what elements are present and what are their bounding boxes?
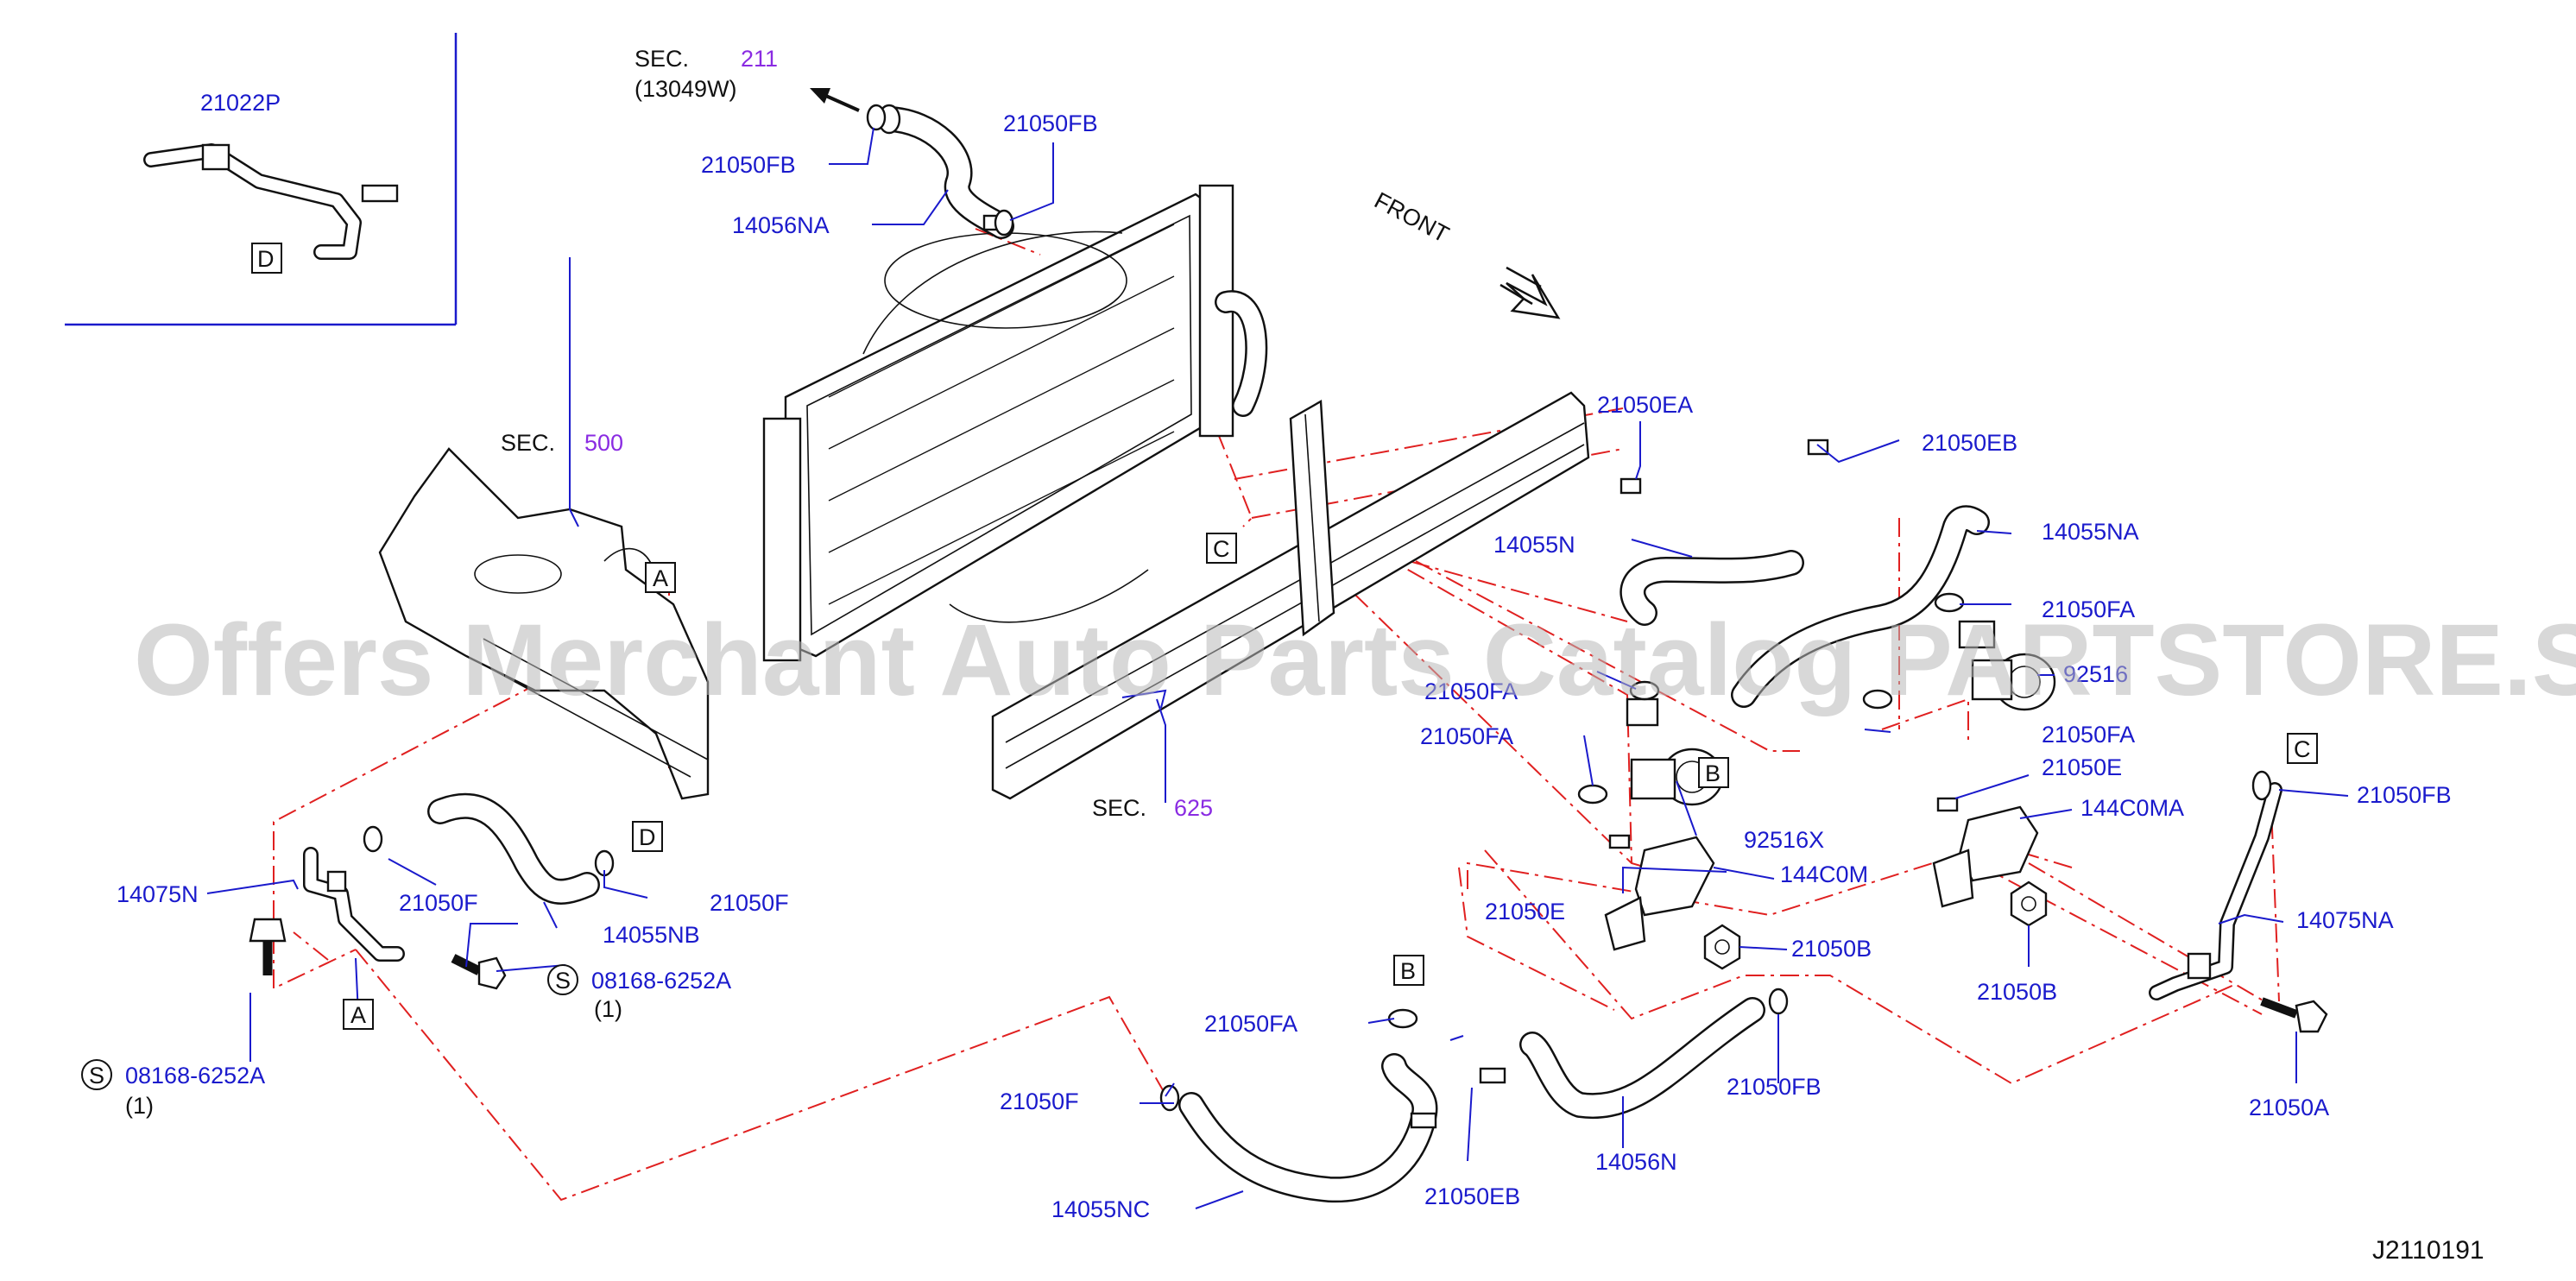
marker-C-radiator: C xyxy=(1206,533,1237,564)
section-ref-625: SEC. 625 xyxy=(1092,795,1213,821)
label-21050FB-top: 21050FB xyxy=(1003,110,1098,136)
label-21050B-mid: 21050B xyxy=(1791,936,1872,962)
label-14055N: 14055N xyxy=(1493,532,1575,558)
label-21050EB-top: 21050EB xyxy=(1922,430,2017,456)
label-14055NB: 14055NB xyxy=(603,922,700,948)
label-08168-6252A-right-qty: (1) xyxy=(594,996,622,1022)
hose-14055NB xyxy=(427,792,600,905)
crossmember-sec-625 xyxy=(991,391,1590,800)
bracket-sec-500 xyxy=(378,447,710,800)
svg-text:C: C xyxy=(2294,736,2311,762)
svg-text:(13049W): (13049W) xyxy=(635,76,737,102)
svg-text:A: A xyxy=(653,565,668,591)
svg-text:B: B xyxy=(1705,760,1720,786)
diagram-code: J2110191 xyxy=(2372,1236,2484,1265)
label-92516-r: 92516 xyxy=(2063,661,2128,687)
label-14055NC: 14055NC xyxy=(1051,1196,1150,1222)
leader-lines xyxy=(206,127,2349,1209)
label-14075N: 14075N xyxy=(117,881,199,907)
section-ref-500: SEC. 500 xyxy=(501,430,623,456)
marker-S-right: S xyxy=(547,964,578,995)
inset-panel xyxy=(65,33,458,326)
marker-B-mid: B xyxy=(1698,757,1729,788)
label-92516X: 92516X xyxy=(1744,827,1824,853)
svg-text:B: B xyxy=(1400,958,1416,984)
bracket-144C0M xyxy=(1604,836,1715,951)
label-21050FA-r1: 21050FA xyxy=(2042,596,2135,622)
svg-text:SEC.: SEC. xyxy=(501,430,555,456)
section-ref-211: SEC. 211 (13049W) xyxy=(635,46,778,102)
label-21050A: 21050A xyxy=(2249,1095,2329,1120)
pipe-14075NA xyxy=(2149,782,2282,1000)
svg-text:211: 211 xyxy=(741,46,778,72)
label-21050B-r: 21050B xyxy=(1977,979,2057,1005)
label-144C0M: 144C0M xyxy=(1780,861,1868,887)
pipe-14075N xyxy=(303,847,405,962)
hose-clamps xyxy=(363,104,2272,1129)
label-21050F-l1: 21050F xyxy=(399,890,478,916)
hose-14055NA xyxy=(1731,505,1990,708)
radiator-assembly xyxy=(762,184,1268,662)
marker-S-left: S xyxy=(81,1059,112,1090)
marker-A-top: A xyxy=(645,562,676,593)
label-08168-6252A-left-qty: (1) xyxy=(125,1093,154,1119)
label-08168-6252A-left: 08168-6252A xyxy=(125,1063,265,1089)
marker-D-mid: D xyxy=(632,821,663,852)
front-label: FRONT xyxy=(1370,187,1453,248)
label-21050F-bottom: 21050F xyxy=(1000,1089,1079,1114)
svg-text:SEC.: SEC. xyxy=(1092,795,1146,821)
label-21050FA-r2: 21050FA xyxy=(2042,722,2135,748)
label-21050EA: 21050EA xyxy=(1597,392,1693,418)
nut-21050B-right xyxy=(2010,880,2048,927)
label-21050FB-r: 21050FB xyxy=(2357,782,2452,808)
label-21050FA-bottom: 21050FA xyxy=(1204,1011,1297,1037)
label-14075NA: 14075NA xyxy=(2296,907,2394,933)
pipe-21022P xyxy=(143,143,399,260)
svg-text:SEC.: SEC. xyxy=(635,46,689,72)
svg-text:500: 500 xyxy=(584,430,623,456)
label-21050FB-bottom: 21050FB xyxy=(1727,1074,1822,1100)
marker-D-inset: D xyxy=(251,243,282,274)
pump-92516-right xyxy=(1958,620,2056,711)
svg-text:D: D xyxy=(257,246,275,272)
hose-14055NC xyxy=(1178,1053,1438,1203)
svg-text:625: 625 xyxy=(1174,795,1213,821)
svg-text:S: S xyxy=(555,968,571,994)
hose-14055N xyxy=(1619,550,1804,626)
label-14056NA: 14056NA xyxy=(732,212,830,238)
hose-14056N xyxy=(1519,997,1765,1120)
bolt-08168-6252A-left xyxy=(249,918,287,975)
svg-text:A: A xyxy=(350,1002,366,1028)
label-21050FA-mid: 21050FA xyxy=(1424,678,1518,704)
label-14056N: 14056N xyxy=(1595,1149,1677,1175)
label-21022P: 21022P xyxy=(200,90,281,116)
svg-text:C: C xyxy=(1213,536,1230,562)
marker-A-bottom: A xyxy=(343,999,374,1030)
hose-14056NA xyxy=(876,104,1014,239)
label-21050F-l2: 21050F xyxy=(710,890,789,916)
part-labels: 21022P 21050FB 21050FB 14056NA 21050EA 2… xyxy=(117,90,2452,1222)
front-direction-arrow: FRONT xyxy=(1370,187,1561,319)
label-21050FB-left: 21050FB xyxy=(701,152,796,178)
svg-text:D: D xyxy=(639,824,656,850)
nut-21050B-mid xyxy=(1703,924,1741,970)
label-21050E-mid: 21050E xyxy=(1485,899,1565,924)
watermark: Offers Merchant Auto Parts Catalog PARTS… xyxy=(134,603,2576,717)
bracket-144C0MA xyxy=(1932,805,2039,908)
label-144C0MA: 144C0MA xyxy=(2080,795,2184,821)
arrow-to-sec-211 xyxy=(810,88,860,112)
svg-text:S: S xyxy=(89,1063,104,1089)
label-08168-6252A-right: 08168-6252A xyxy=(591,968,731,994)
label-21050EB-bottom: 21050EB xyxy=(1424,1183,1520,1209)
bolt-21050A xyxy=(2260,997,2328,1033)
marker-B-bottom: B xyxy=(1393,955,1424,986)
label-21050E-r: 21050E xyxy=(2042,754,2122,780)
marker-C-right: C xyxy=(2287,733,2318,764)
label-21050FA-mid2: 21050FA xyxy=(1420,723,1513,749)
label-14055NA: 14055NA xyxy=(2042,519,2139,545)
bolt-08168-6252A-right xyxy=(451,954,507,990)
